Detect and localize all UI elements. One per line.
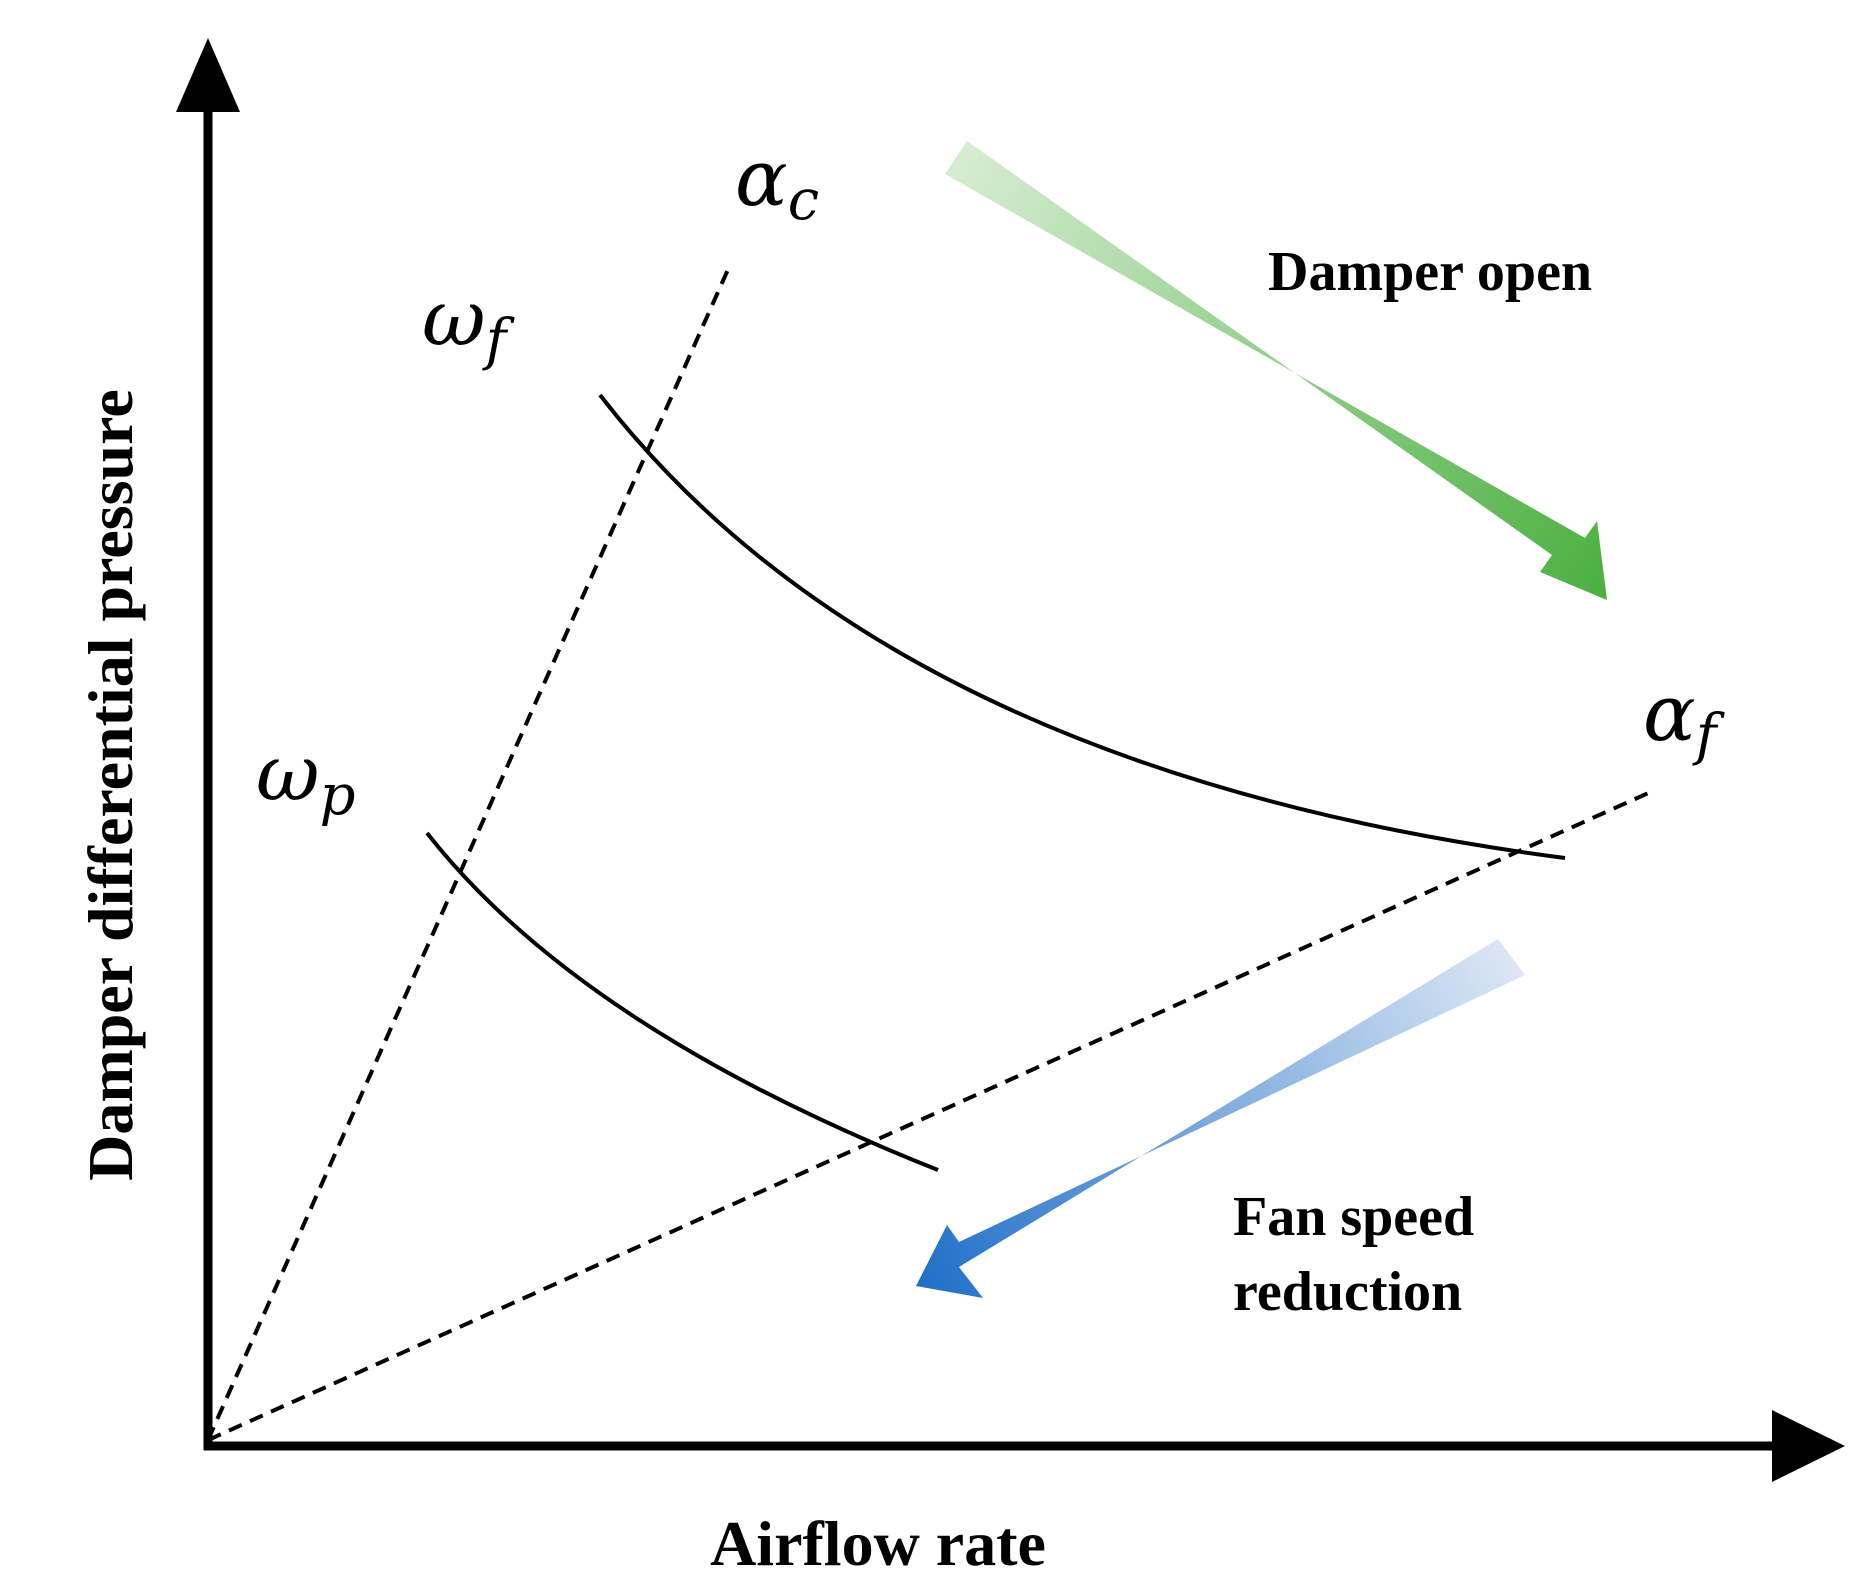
fan-speed-label-line2: reduction	[1233, 1261, 1462, 1323]
omega-p-symbol: ω	[256, 729, 320, 819]
label-alpha-f: αf	[1643, 669, 1726, 768]
omega-p-subscript: p	[320, 763, 356, 828]
label-omega-f: ωf	[422, 274, 516, 373]
damper-open-label: Damper open	[1268, 241, 1592, 303]
damper-line-alpha-c	[206, 264, 732, 1441]
label-omega-p: ωp	[256, 729, 355, 828]
fan-curve-omega-p	[425, 831, 939, 1172]
label-alpha-c: αc	[735, 134, 819, 233]
alpha-f-symbol: α	[1643, 669, 1696, 759]
damper-line-alpha-f	[207, 788, 1656, 1442]
alpha-f-subscript: f	[1692, 703, 1726, 768]
fan-speed-reduction-arrow	[916, 939, 1525, 1298]
alpha-c-symbol: α	[735, 134, 788, 224]
damper-open-arrow	[945, 141, 1607, 600]
x-axis-label: Airflow rate	[710, 1508, 1046, 1579]
y-axis-label: Damper differential pressure	[75, 389, 146, 1181]
omega-f-subscript: f	[482, 308, 516, 373]
alpha-c-subscript: c	[788, 168, 819, 233]
fan-curve-omega-f	[598, 393, 1566, 860]
y-axis-arrowhead	[176, 38, 240, 112]
x-axis-arrowhead	[1772, 1410, 1845, 1482]
fan-speed-label-line1: Fan speed	[1233, 1186, 1474, 1248]
omega-f-symbol: ω	[422, 274, 486, 364]
